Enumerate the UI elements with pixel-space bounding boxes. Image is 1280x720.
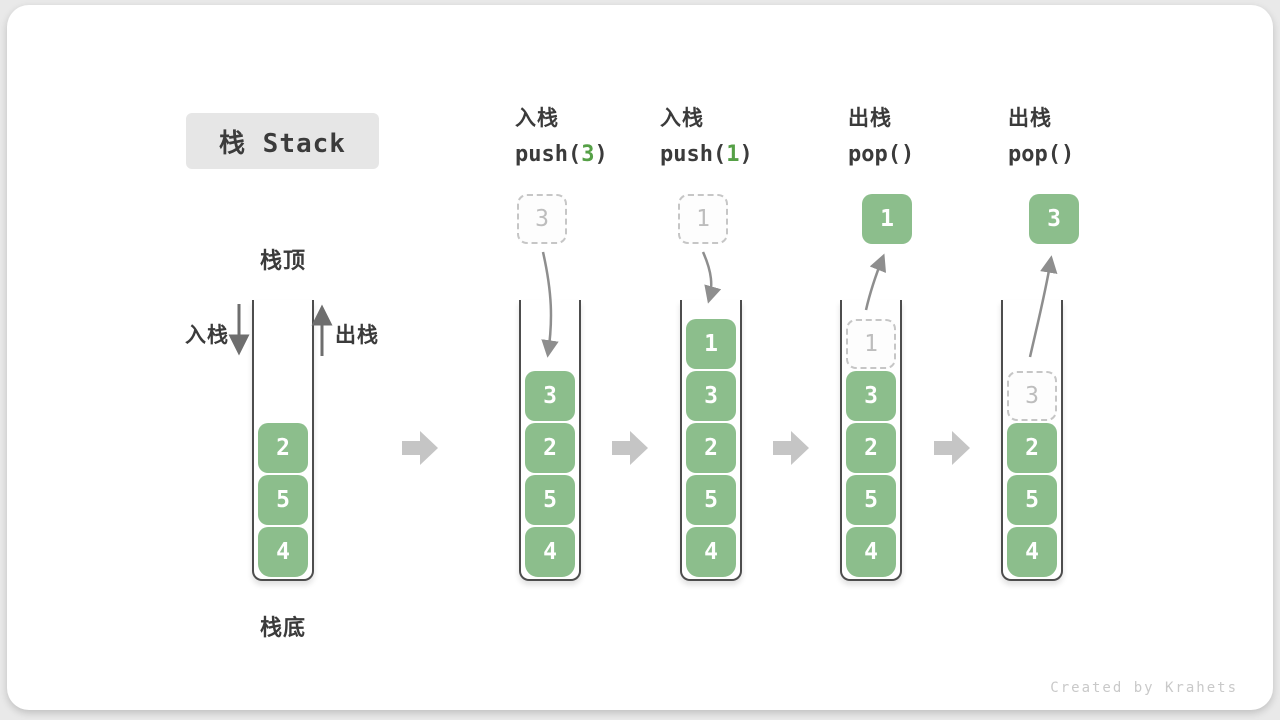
stack-cell: 3	[525, 371, 575, 421]
diagram-title-box: 栈 Stack	[186, 113, 379, 169]
stack-cell: 2	[525, 423, 575, 473]
code-post: )	[739, 142, 753, 167]
step-op-label: 入栈	[660, 107, 704, 130]
code-post: )	[1060, 142, 1075, 167]
float-box-2: 1	[678, 194, 728, 244]
code-post: )	[594, 142, 608, 167]
step-code: push(1)	[660, 141, 753, 169]
step-code: pop()	[1008, 141, 1074, 169]
float-box-1: 3	[517, 194, 567, 244]
stack-cell: 3	[686, 371, 736, 421]
stack-cell: 4	[258, 527, 308, 577]
code-pre: pop(	[1008, 142, 1061, 167]
stack-cell: 4	[1007, 527, 1057, 577]
stack-cell: 4	[846, 527, 896, 577]
stack-cell: 2	[258, 423, 308, 473]
step-code: pop()	[848, 141, 914, 169]
step-header-4: 出栈 pop()	[1008, 106, 1074, 169]
code-arg: 3	[581, 142, 595, 167]
float-box-3: 1	[862, 194, 912, 244]
stack-cell: 5	[846, 475, 896, 525]
background-card	[7, 5, 1273, 710]
watermark: Created by Krahets	[1050, 680, 1238, 696]
diagram-title: 栈 Stack	[219, 128, 346, 159]
right-block-arrow-icon	[773, 431, 809, 465]
stack-cell: 5	[686, 475, 736, 525]
stack-cell: 2	[686, 423, 736, 473]
stack-cell: 1	[686, 319, 736, 369]
stack-cell: 5	[258, 475, 308, 525]
stack-cell: 2	[846, 423, 896, 473]
float-box-4: 3	[1029, 194, 1079, 244]
step-op-label: 出栈	[1008, 107, 1052, 130]
right-block-arrow-icon	[612, 431, 648, 465]
step-op-label: 出栈	[848, 107, 892, 130]
code-pre: pop(	[848, 142, 901, 167]
code-post: )	[900, 142, 915, 167]
push-side-label: 入栈	[185, 324, 229, 347]
stack-cell: 3	[1007, 371, 1057, 421]
stack-cell: 3	[846, 371, 896, 421]
step-header-3: 出栈 pop()	[848, 106, 914, 169]
stack-cell: 5	[1007, 475, 1057, 525]
step-code: push(3)	[515, 141, 608, 169]
pop-side-label: 出栈	[335, 324, 379, 347]
stack-bottom-label: 栈底	[259, 615, 306, 640]
step-op-label: 入栈	[515, 107, 559, 130]
right-block-arrow-icon	[402, 431, 438, 465]
stack-cell: 4	[525, 527, 575, 577]
stack-cell: 5	[525, 475, 575, 525]
step-header-1: 入栈 push(3)	[515, 106, 608, 169]
stack-cell: 4	[686, 527, 736, 577]
step-header-2: 入栈 push(1)	[660, 106, 753, 169]
right-block-arrow-icon	[934, 431, 970, 465]
stack-cell: 1	[846, 319, 896, 369]
code-pre: push(	[515, 142, 582, 167]
stack-top-label: 栈顶	[259, 248, 306, 273]
stack-cell: 2	[1007, 423, 1057, 473]
code-arg: 1	[726, 142, 740, 167]
code-pre: push(	[660, 142, 727, 167]
